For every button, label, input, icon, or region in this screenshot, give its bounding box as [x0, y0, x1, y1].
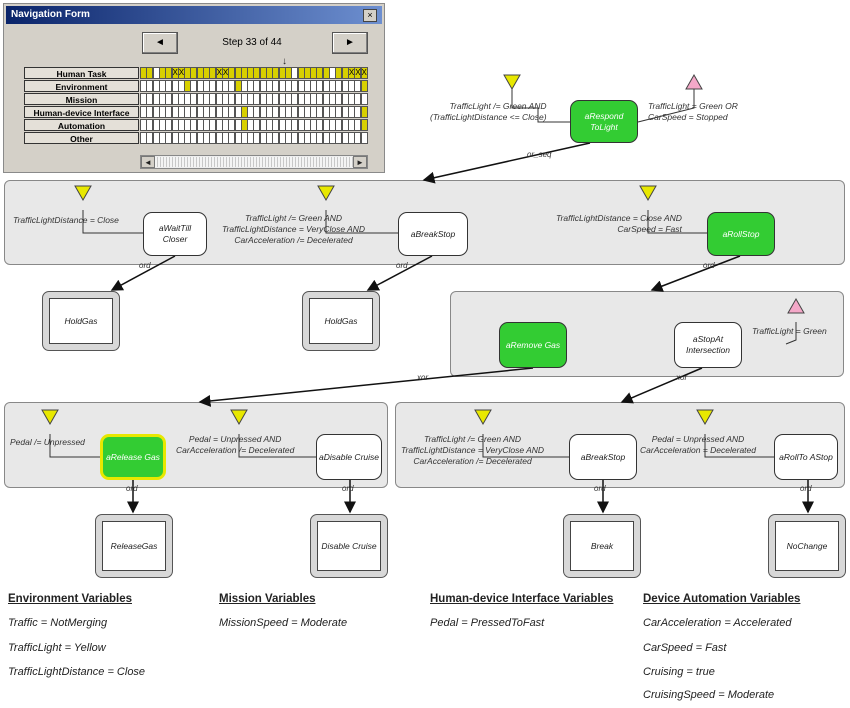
action-hold-gas[interactable]: HoldGas [42, 291, 120, 351]
action-no-change[interactable]: NoChange [768, 514, 846, 578]
node-roll-stop[interactable]: aRollStop [707, 212, 775, 256]
edge-label-ord: ord [594, 484, 606, 493]
variable-item: CruisingSpeed = Moderate [643, 689, 775, 701]
variable-item: TrafficLightDistance = Close [8, 666, 146, 678]
navigation-form-window: Navigation Form × ◄ Step 33 of 44 ► ↓ Hu… [3, 3, 385, 173]
timeline-cell[interactable] [360, 80, 368, 92]
precondition-respond-to-light: TrafficLight /= Green AND (TrafficLightD… [430, 101, 547, 122]
edge-label-xor: xor [417, 373, 429, 382]
action-hold-gas-label: HoldGas [309, 298, 373, 344]
previous-step-button[interactable]: ◄ [142, 32, 178, 54]
variable-item: Pedal = PressedToFast [430, 617, 545, 629]
edge-label-xor: xor [676, 373, 688, 382]
variable-item: Traffic = NotMerging [8, 617, 108, 629]
action-break-label: Break [570, 521, 634, 571]
variable-item: Cruising = true [643, 666, 715, 678]
action-disable-cruise-label: Disable Cruise [317, 521, 381, 571]
node-stop-at-intersection[interactable]: aStopAt Intersection [674, 322, 742, 368]
timeline-scrollbar[interactable]: ◄ ► [140, 155, 368, 169]
timeline-row-label: Human Task [24, 67, 139, 79]
node-disable-cruise[interactable]: aDisable Cruise [316, 434, 382, 480]
current-step-marker: ↓ [282, 56, 287, 67]
precondition-disable-cruise: Pedal = Unpressed AND CarAcceleration /=… [176, 434, 295, 455]
edge-label-ord: ord [800, 484, 812, 493]
human-device-interface-variables-heading: Human-device Interface Variables [430, 593, 614, 605]
timeline-row-label: Mission [24, 93, 139, 105]
action-hold-gas-label: HoldGas [49, 298, 113, 344]
timeline-row-label: Environment [24, 80, 139, 92]
mission-variables-heading: Mission Variables [219, 593, 316, 605]
node-respond-to-light[interactable]: aRespond ToLight [570, 100, 638, 143]
timeline-row-label: Human-device Interface [24, 106, 139, 118]
edge-label-ord: ord [126, 484, 138, 493]
action-release-gas[interactable]: ReleaseGas [95, 514, 173, 578]
device-automation-variables-heading: Device Automation Variables [643, 593, 801, 605]
postcondition-stop-at-intersection: TrafficLight = Green [752, 326, 827, 336]
precondition-roll-stop: TrafficLightDistance = Close AND CarSpee… [556, 213, 682, 234]
precondition-roll-to-a-stop: Pedal = Unpressed AND CarAcceleration = … [640, 434, 756, 455]
scroll-right-icon[interactable]: ► [353, 156, 367, 168]
action-break[interactable]: Break [563, 514, 641, 578]
variable-item: MissionSpeed = Moderate [219, 617, 348, 629]
node-remove-gas[interactable]: aRemove Gas [499, 322, 567, 368]
edge-label-or-seq: or_seq [527, 150, 552, 159]
node-wait-till-closer[interactable]: aWaitTill Closer [143, 212, 207, 256]
step-counter: Step 33 of 44 [222, 37, 282, 48]
window-title: Navigation Form [11, 9, 90, 20]
variable-item: TrafficLight = Yellow [8, 642, 106, 654]
action-hold-gas[interactable]: HoldGas [302, 291, 380, 351]
timeline-cell[interactable]: X [360, 67, 368, 79]
postcondition-respond-to-light: TrafficLight = Green OR CarSpeed = Stopp… [648, 101, 738, 122]
edge-label-ord: ord [703, 261, 715, 270]
scroll-thumb[interactable] [155, 157, 355, 167]
edge-label-ord: ord [342, 484, 354, 493]
timeline-cell[interactable] [360, 106, 368, 118]
scroll-left-icon[interactable]: ◄ [141, 156, 155, 168]
edge-label-ord: ord [139, 261, 151, 270]
precondition-break-stop: TrafficLight /= Green AND TrafficLightDi… [401, 434, 545, 466]
action-no-change-label: NoChange [775, 521, 839, 571]
timeline-cell[interactable] [360, 132, 368, 144]
precondition-wait-till-closer: TrafficLightDistance = Close [13, 215, 119, 225]
action-disable-cruise[interactable]: Disable Cruise [310, 514, 388, 578]
timeline-row-label: Other [24, 132, 139, 144]
timeline-row-label: Automation [24, 119, 139, 131]
precondition-break-stop: TrafficLight /= Green AND TrafficLightDi… [222, 213, 366, 245]
node-release-gas[interactable]: aRelease Gas [100, 434, 166, 480]
next-step-button[interactable]: ► [332, 32, 368, 54]
close-icon[interactable]: × [363, 9, 377, 22]
edge-label-ord: ord [396, 261, 408, 270]
variable-item: CarAcceleration = Accelerated [643, 617, 792, 629]
node-roll-to-a-stop[interactable]: aRollTo AStop [774, 434, 838, 480]
precondition-release-gas: Pedal /= Unpressed [10, 437, 85, 447]
node-break-stop[interactable]: aBreakStop [398, 212, 468, 256]
variable-item: CarSpeed = Fast [643, 642, 727, 654]
environment-variables-heading: Environment Variables [8, 593, 132, 605]
timeline-cell[interactable] [360, 119, 368, 131]
window-titlebar[interactable]: Navigation Form × [6, 6, 382, 24]
node-break-stop[interactable]: aBreakStop [569, 434, 637, 480]
action-release-gas-label: ReleaseGas [102, 521, 166, 571]
timeline-cell[interactable] [360, 93, 368, 105]
